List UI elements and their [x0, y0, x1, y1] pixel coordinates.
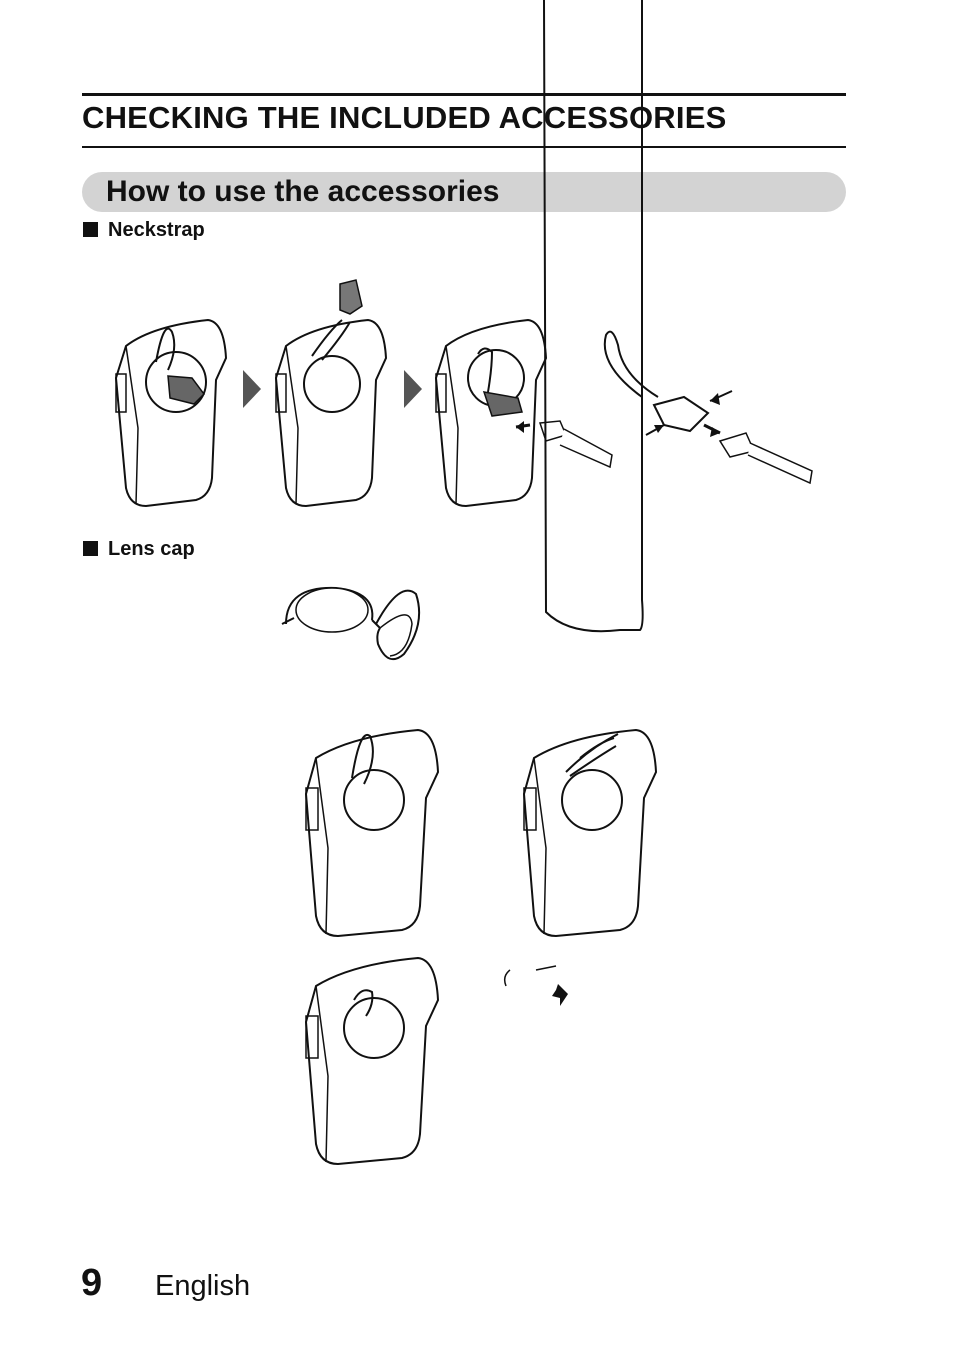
header-top-rule — [82, 93, 846, 96]
subheading-label: Neckstrap — [108, 219, 205, 241]
step-arrow-icon-2 — [404, 370, 422, 408]
square-bullet-icon — [83, 541, 98, 556]
camera-illustration-2 — [272, 280, 390, 508]
section-title: How to use the accessories — [106, 175, 500, 208]
camera-lens-cap-illustration-1 — [302, 728, 440, 938]
lens-cap-illustration — [280, 584, 426, 664]
camera-illustration-1 — [112, 318, 230, 508]
subheading-neckstrap: Neckstrap — [83, 219, 205, 242]
detach-strap-illustration — [598, 325, 816, 487]
camera-lens-cap-illustration-3 — [302, 956, 440, 1166]
section-banner: How to use the accessories — [82, 172, 846, 212]
camera-lens-cap-illustration-2 — [520, 728, 658, 938]
step-arrow-icon-1 — [243, 370, 261, 408]
header-bottom-rule — [82, 146, 846, 148]
subheading-lens-cap: Lens cap — [83, 538, 195, 561]
square-bullet-icon — [83, 222, 98, 237]
page-language: English — [155, 1270, 251, 1302]
page-title: CHECKING THE INCLUDED ACCESSORIES — [82, 100, 727, 135]
cap-arrow-icon — [502, 964, 568, 1006]
page-number: 9 — [81, 1262, 103, 1304]
camera-illustration-3 — [432, 318, 550, 508]
strap-loop-illustration — [540, 0, 650, 640]
subheading-label: Lens cap — [108, 538, 195, 560]
strap-connector-illustration — [516, 415, 616, 473]
